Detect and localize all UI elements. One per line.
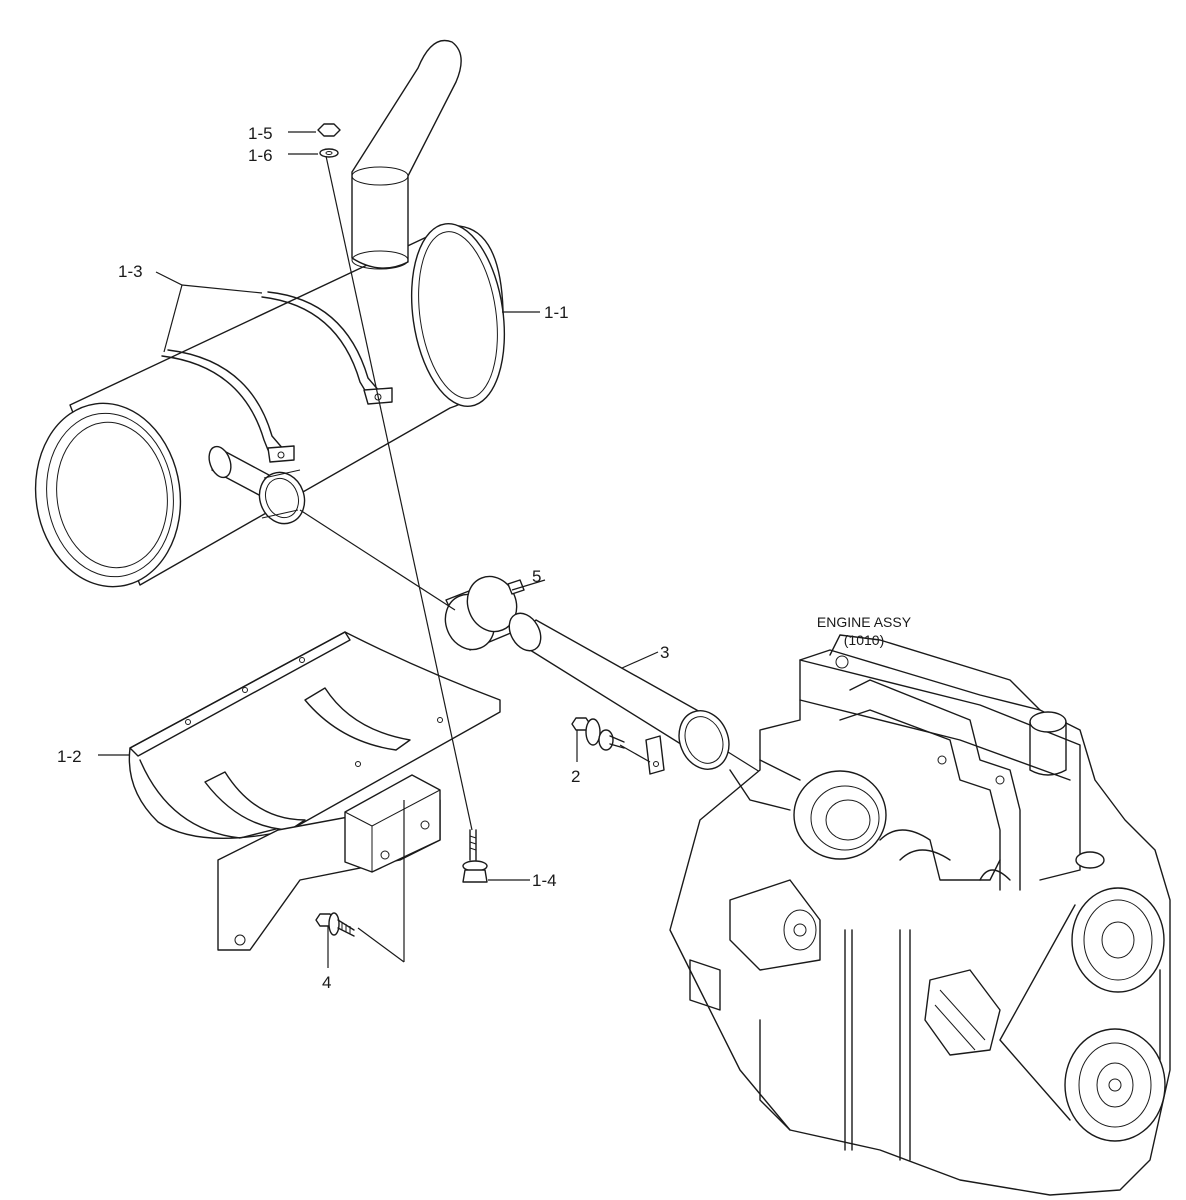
muffler-bracket xyxy=(128,631,501,951)
pipe-clamp-5 xyxy=(444,575,525,651)
cradle-rib-right xyxy=(304,687,411,751)
leader-lines xyxy=(98,131,659,968)
band-clamp-rear xyxy=(267,291,381,393)
nut-icon xyxy=(317,123,341,137)
cradle-rib-left xyxy=(204,771,306,831)
alternator xyxy=(924,969,1001,1056)
washer-icon xyxy=(319,148,339,158)
bracket-box xyxy=(344,774,441,873)
crank-pulley xyxy=(1064,1028,1166,1142)
band-clamp-front xyxy=(167,349,285,451)
engine-assy-ref: (1010) xyxy=(844,632,884,648)
bolt-2 xyxy=(571,717,625,751)
callout-5: 5 xyxy=(532,567,541,586)
oil-filler-cap xyxy=(1029,711,1067,733)
engine-assembly xyxy=(669,634,1171,1196)
muffler-assembly xyxy=(34,39,506,588)
fan-pulley xyxy=(1071,887,1165,993)
clamp-tab-front xyxy=(267,445,295,463)
callout-1-2: 1-2 xyxy=(57,747,82,766)
callout-1-1: 1-1 xyxy=(544,303,569,322)
turbocharger xyxy=(793,770,887,860)
callout-1-3: 1-3 xyxy=(118,262,143,281)
callout-1-6: 1-6 xyxy=(248,146,273,165)
exhaust-pipe-3 xyxy=(508,612,730,775)
callout-2: 2 xyxy=(571,767,580,786)
engine-block xyxy=(669,649,1171,1196)
starter-motor xyxy=(729,879,821,971)
flange-bolt-1-4 xyxy=(462,829,488,883)
callout-3: 3 xyxy=(660,643,669,662)
pipe-support-tab xyxy=(645,735,665,775)
bolt-head-icon xyxy=(462,869,488,883)
callout-1-5: 1-5 xyxy=(248,124,273,143)
nut-and-washer xyxy=(317,123,341,158)
callout-4: 4 xyxy=(322,973,331,992)
callout-1-4: 1-4 xyxy=(532,871,557,890)
engine-assy-title: ENGINE ASSY xyxy=(817,614,912,630)
bolt-4 xyxy=(315,912,355,937)
callout-labels: 1-5 1-6 1-3 1-1 1-2 1-4 5 3 2 4 ENGINE A… xyxy=(57,124,912,992)
bracket-cradle xyxy=(128,631,501,840)
assembly-lines xyxy=(299,155,761,963)
tail-pipe xyxy=(351,39,462,269)
muffler-right-cap xyxy=(410,222,506,408)
